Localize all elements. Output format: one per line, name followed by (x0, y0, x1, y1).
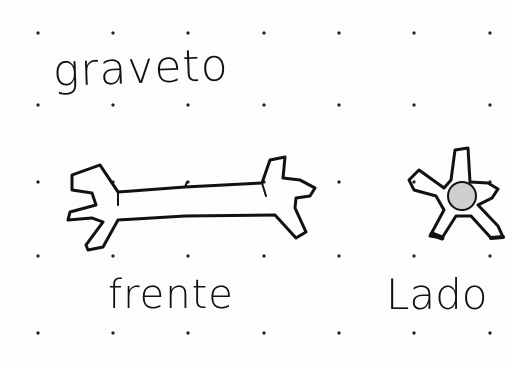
grid-dot (186, 331, 189, 334)
grid-dot (36, 103, 39, 106)
grid-dot (412, 180, 415, 183)
grid-dot (186, 254, 189, 257)
grid-dot (186, 103, 189, 106)
grid-dot (111, 31, 114, 34)
grid-dot (262, 103, 265, 106)
grid-dot (111, 331, 114, 334)
grid-dot (412, 31, 415, 34)
grid-dot (262, 31, 265, 34)
grid-dot (262, 254, 265, 257)
grid-dot (412, 254, 415, 257)
grid-dot (36, 254, 39, 257)
grid-dot (488, 331, 491, 334)
grid-dot (111, 254, 114, 257)
grid-dot (262, 331, 265, 334)
grid-dot (488, 103, 491, 106)
grid-dot (412, 103, 415, 106)
grid-dot (337, 331, 340, 334)
grid-dot (337, 31, 340, 34)
twig-front-icon (68, 157, 315, 250)
grid-dot (488, 254, 491, 257)
grid-dot (36, 331, 39, 334)
grid-dot (36, 31, 39, 34)
grid-dot (186, 31, 189, 34)
grid-dot (337, 103, 340, 106)
grid-dot (337, 254, 340, 257)
grid-dot (111, 103, 114, 106)
grid-dot (412, 331, 415, 334)
front-view-caption: frente (108, 272, 234, 318)
sketch-title: graveto (52, 40, 229, 97)
grid-dot (488, 31, 491, 34)
grid-dot (36, 180, 39, 183)
twig-side-star-icon (409, 148, 503, 238)
grid-dot (337, 180, 340, 183)
side-view-caption: Lado (386, 270, 488, 319)
